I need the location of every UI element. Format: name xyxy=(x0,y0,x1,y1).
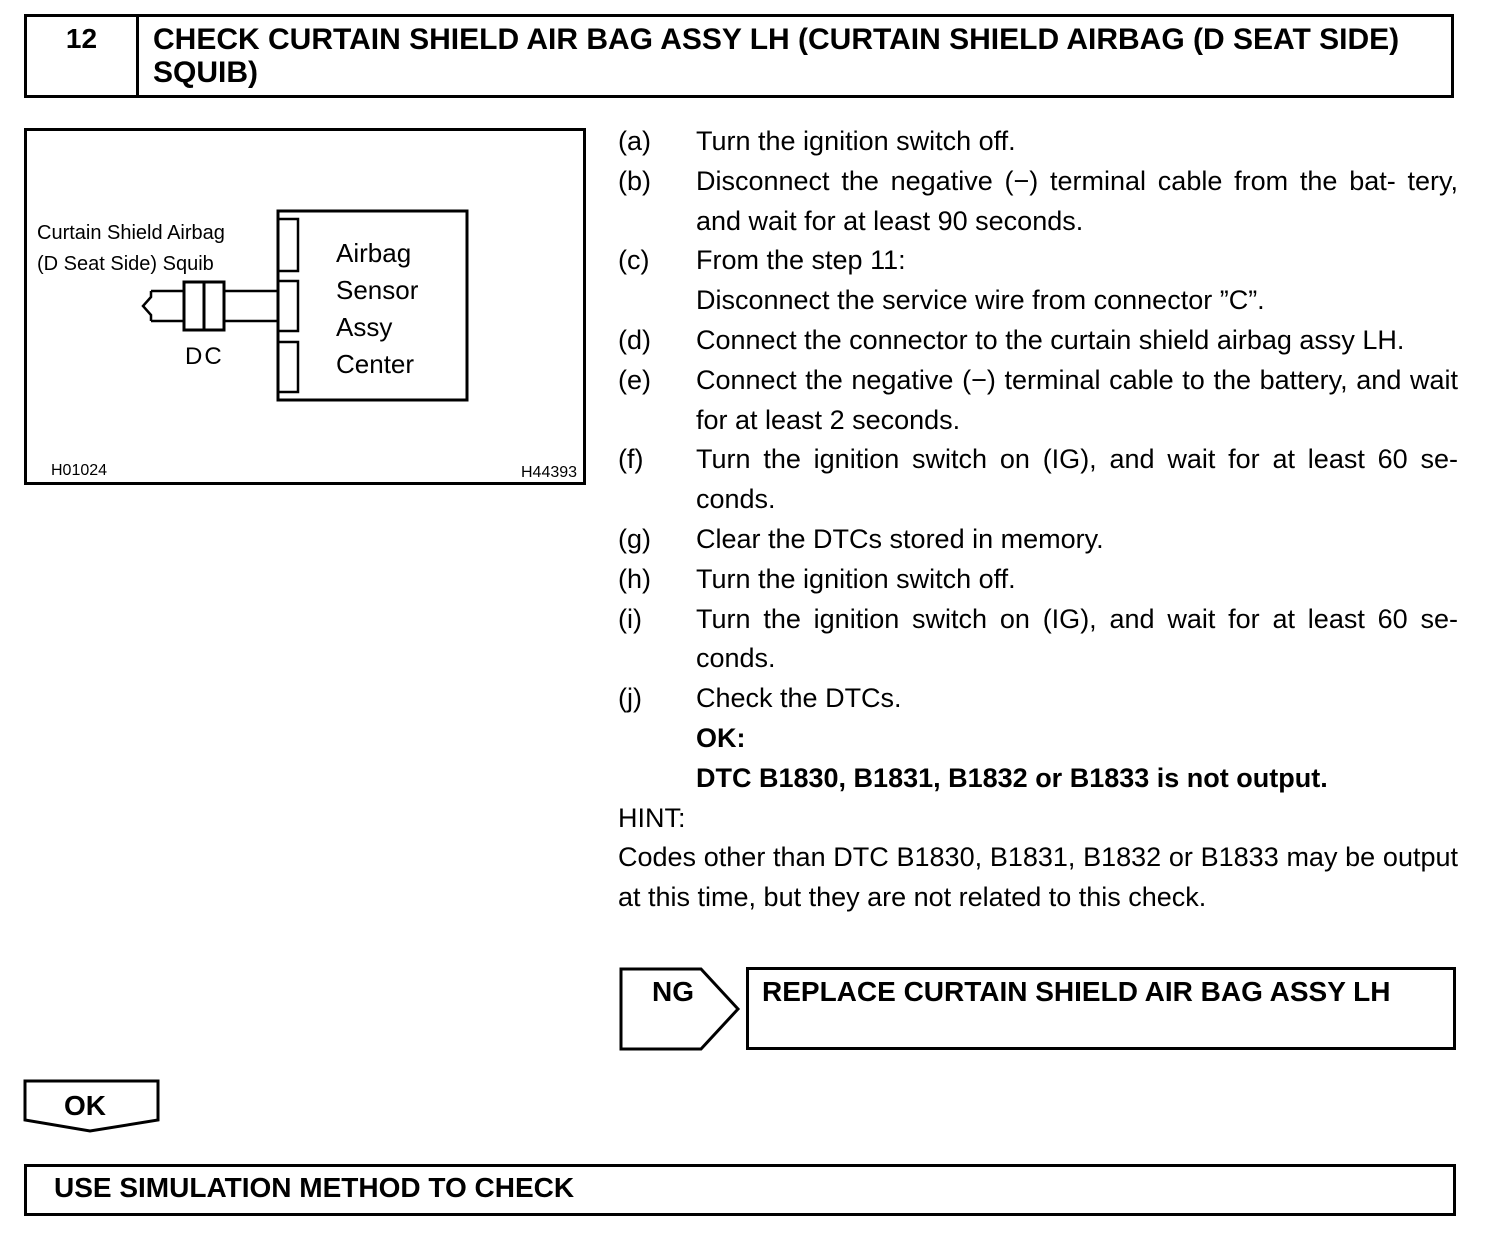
step-f: (f) Turn the ignition switch on (IG), an… xyxy=(618,440,1458,520)
step-header: 12 CHECK CURTAIN SHIELD AIR BAG ASSY LH … xyxy=(24,14,1454,98)
squib-break-mark xyxy=(141,291,153,321)
ng-arrow-shape xyxy=(619,967,741,1051)
step-label: (g) xyxy=(618,523,651,554)
step-text: Turn the ignition switch on (IG), and wa… xyxy=(696,603,1458,674)
ecu-connector-slot-3 xyxy=(276,340,300,394)
step-d: (d) Connect the connector to the curtain… xyxy=(618,321,1458,361)
step-label: (e) xyxy=(618,364,651,395)
connector-label: DC xyxy=(185,343,224,370)
diagram-drawing: Curtain Shield Airbag (D Seat Side) Squi… xyxy=(37,209,577,481)
squib-label-line1: Curtain Shield Airbag xyxy=(37,222,225,244)
ecu-connector-slot-2 xyxy=(276,279,300,333)
step-text: Disconnect the negative (−) terminal cab… xyxy=(696,165,1458,236)
ng-label: NG xyxy=(652,976,694,1007)
ok-result-text: DTC B1830, B1831, B1832 or B1833 is not … xyxy=(696,762,1328,793)
squib-label-line2: (D Seat Side) Squib xyxy=(37,253,214,275)
ecu-label-line4: Center xyxy=(336,349,414,379)
ng-action-text: REPLACE CURTAIN SHIELD AIR BAG ASSY LH xyxy=(762,976,1391,1007)
step-e: (e) Connect the negative (−) terminal ca… xyxy=(618,361,1458,441)
step-text-continued: Disconnect the service wire from connect… xyxy=(696,285,1265,316)
step-a: (a) Turn the ignition switch off. xyxy=(618,122,1458,162)
step-h: (h) Turn the ignition switch off. xyxy=(618,560,1458,600)
figure-code-right: H44393 xyxy=(521,464,577,481)
ecu-connector-slot-1 xyxy=(276,217,300,273)
ng-action-box xyxy=(746,967,1456,1050)
step-label: (a) xyxy=(618,126,651,156)
ecu-label-line3: Assy xyxy=(336,312,392,342)
step-text: Turn the ignition switch on (IG), and wa… xyxy=(696,444,1458,515)
step-label: (b) xyxy=(618,165,651,196)
step-text: Connect the negative (−) terminal cable … xyxy=(696,364,1458,435)
figure-code-left: H01024 xyxy=(51,462,107,479)
step-g: (g) Clear the DTCs stored in memory. xyxy=(618,520,1458,560)
step-label: (h) xyxy=(618,563,651,594)
step-text: Turn the ignition switch off. xyxy=(696,126,1016,156)
step-text: Check the DTCs. xyxy=(696,683,902,714)
step-c: (c) From the step 11: Disconnect the ser… xyxy=(618,241,1458,321)
step-label: (c) xyxy=(618,245,650,276)
step-b: (b) Disconnect the negative (−) terminal… xyxy=(618,162,1458,242)
hint-text: Codes other than DTC B1830, B1831, B1832… xyxy=(618,842,1458,913)
hint-heading: HINT: xyxy=(618,802,686,833)
step-text: Clear the DTCs stored in memory. xyxy=(696,523,1104,554)
step-text: Turn the ignition switch off. xyxy=(696,563,1016,594)
ok-action-text: USE SIMULATION METHOD TO CHECK xyxy=(54,1172,575,1203)
ok-action-box xyxy=(24,1164,1456,1216)
step-label: (d) xyxy=(618,324,651,355)
ok-result-heading: OK: xyxy=(696,722,746,753)
step-j: (j) Check the DTCs. OK: DTC B1830, B1831… xyxy=(618,679,1458,798)
step-text: Connect the connector to the curtain shi… xyxy=(696,324,1405,355)
procedure-steps: (a) Turn the ignition switch off. (b) Di… xyxy=(618,122,1458,918)
step-i: (i) Turn the ignition switch on (IG), an… xyxy=(618,600,1458,680)
step-text: From the step 11: xyxy=(696,245,906,276)
ok-arrow-shape xyxy=(23,1079,160,1133)
ecu-label-line1: Airbag xyxy=(336,238,411,268)
step-label: (j) xyxy=(618,683,642,714)
step-number: 12 xyxy=(27,17,139,95)
step-label: (f) xyxy=(618,444,644,475)
step-label: (i) xyxy=(618,603,642,634)
wiring-diagram: Curtain Shield Airbag (D Seat Side) Squi… xyxy=(24,128,586,485)
ecu-label-line2: Sensor xyxy=(336,275,419,305)
step-title: CHECK CURTAIN SHIELD AIR BAG ASSY LH (CU… xyxy=(153,23,1400,89)
ok-label: OK xyxy=(64,1090,106,1121)
